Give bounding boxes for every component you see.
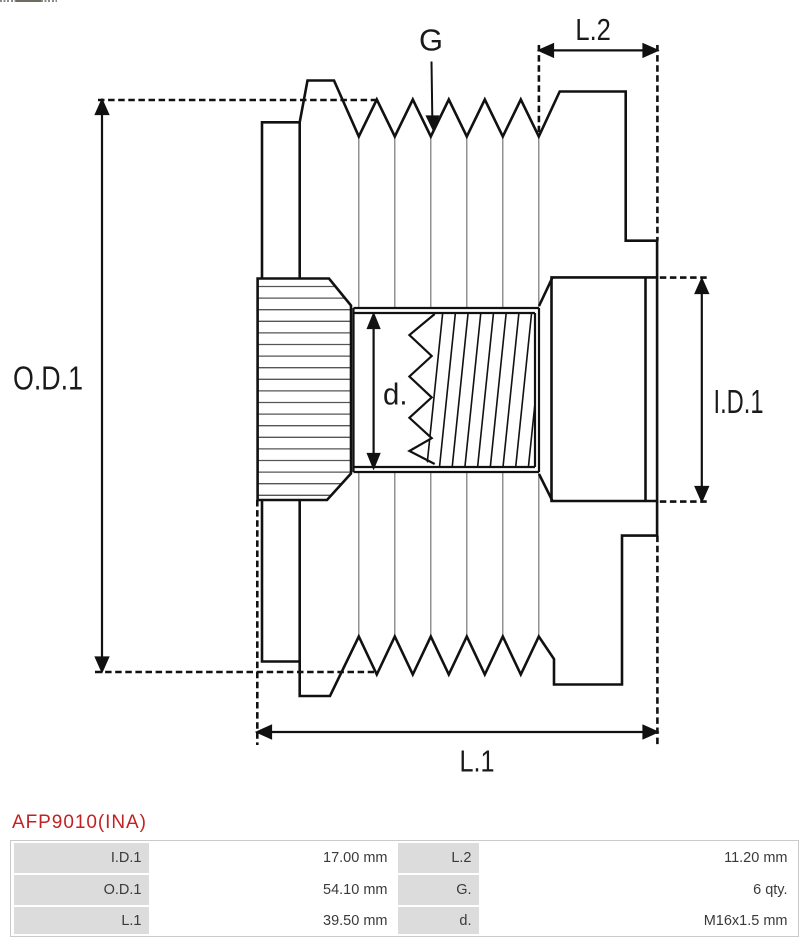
svg-text:d.: d.	[383, 377, 408, 412]
svg-text:O.D.1: O.D.1	[13, 360, 83, 397]
svg-text:L.1: L.1	[460, 744, 495, 779]
svg-text:G: G	[419, 23, 443, 58]
svg-text:I.D.1: I.D.1	[714, 383, 764, 420]
svg-text:L.2: L.2	[575, 12, 611, 47]
